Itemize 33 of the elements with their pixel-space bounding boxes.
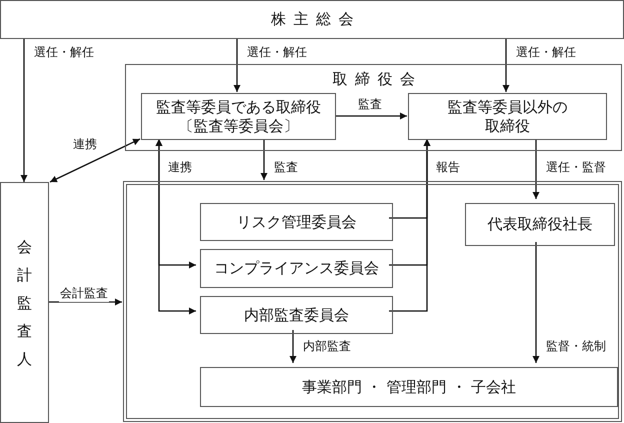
process-box: 内部監査委員会 (200, 296, 393, 334)
arrow (532, 139, 540, 199)
process-box: 代表取締役社長 (465, 203, 615, 246)
edge-label: 内部監査 (302, 338, 352, 355)
arrow (335, 112, 407, 120)
arrow (20, 39, 28, 182)
process-box: コンプライアンス委員会 (200, 249, 393, 288)
process-box: 監査等委員である取締役〔監査等委員会〕 (141, 93, 336, 140)
box-heading: 取締役会 (332, 70, 422, 89)
arrow (532, 242, 540, 363)
arrow (49, 298, 122, 306)
arrow (389, 139, 430, 312)
edge-label: 報告 (435, 159, 461, 176)
arrow (50, 138, 140, 183)
arrow (234, 39, 240, 92)
edge-label: 選任・解任 (515, 44, 577, 61)
arrow (502, 39, 510, 92)
board-box (125, 64, 622, 151)
process-box: 監査等委員以外の取締役 (408, 93, 607, 140)
edge-label: 監督・統制 (545, 338, 607, 355)
edge-label: 会計監査 (59, 285, 109, 302)
process-box: 株主総会 (0, 0, 624, 39)
edge-label: 連携 (167, 159, 193, 176)
arrow (156, 139, 196, 314)
edge-label: 選任・解任 (33, 44, 95, 61)
edge-label: 選任・監督 (545, 159, 607, 176)
process-box: 会計監査人 (0, 182, 49, 423)
arrow (290, 330, 296, 363)
arrow (260, 139, 268, 180)
edge-label: 選任・解任 (246, 44, 308, 61)
edge-label: 連携 (72, 136, 98, 153)
process-box: リスク管理委員会 (200, 203, 393, 241)
process-box: 事業部門 ・ 管理部門 ・ 子会社 (200, 367, 618, 407)
